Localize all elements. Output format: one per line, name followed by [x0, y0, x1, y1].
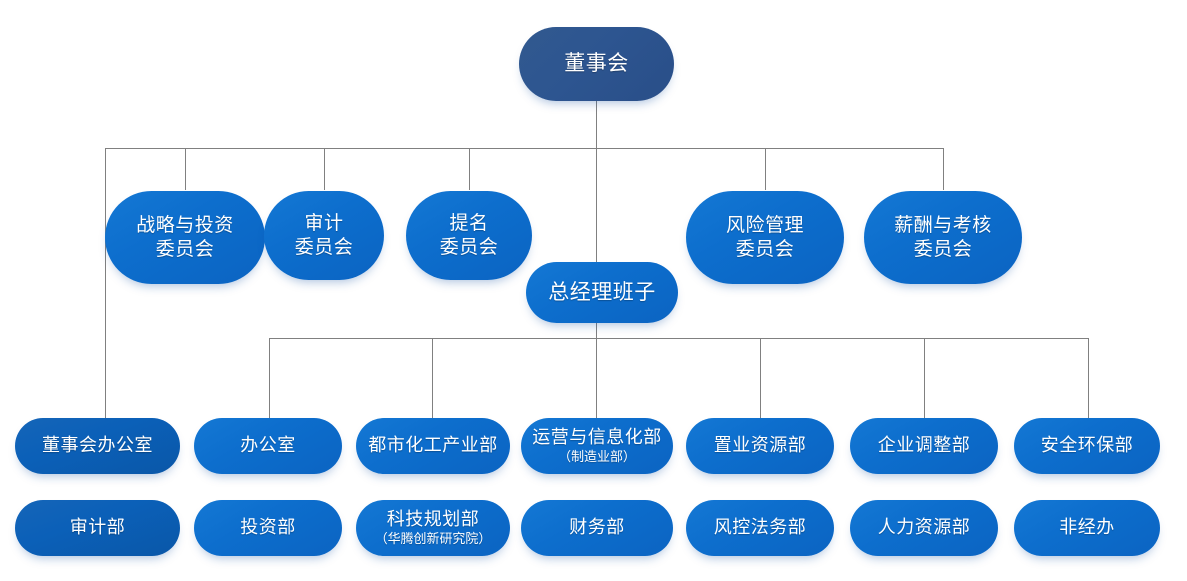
node-label-line1: 投资部: [240, 517, 296, 538]
node-label-line2: 委员会: [439, 236, 499, 258]
connector-drop-dept-6: [1088, 338, 1089, 418]
connector-drop-committee-3: [469, 148, 470, 190]
node-dept-risk-control-legal[interactable]: 风控法务部: [686, 500, 834, 556]
node-dept-investment[interactable]: 投资部: [194, 500, 342, 556]
connector-drop-committee-2: [324, 148, 325, 190]
node-dept-finance[interactable]: 财务部: [521, 500, 673, 556]
node-label-line1: 人力资源部: [877, 517, 971, 538]
connector-committee-bar: [105, 148, 944, 149]
node-label-line1: 财务部: [569, 517, 625, 538]
node-label-line1: 运营与信息化部: [532, 427, 662, 448]
node-dept-audit[interactable]: 审计部: [15, 500, 180, 556]
connector-drop-committee-1: [185, 148, 186, 190]
node-committee-nomination[interactable]: 提名 委员会: [406, 191, 532, 280]
node-label-line1: 置业资源部: [713, 435, 807, 456]
node-label-line1: 安全环保部: [1040, 435, 1134, 456]
node-label-line2: 委员会: [913, 238, 973, 260]
node-committee-strategy-investment[interactable]: 战略与投资 委员会: [105, 191, 265, 284]
node-dept-property-resources[interactable]: 置业资源部: [686, 418, 834, 474]
node-label-line1: 审计部: [69, 517, 126, 538]
node-general-manager-team[interactable]: 总经理班子: [526, 262, 678, 323]
node-label-line2: （华腾创新研究院）: [374, 531, 492, 547]
connector-gm-down-stem: [596, 322, 597, 338]
node-label-line1: 薪酬与考核: [894, 215, 992, 237]
node-board-of-directors[interactable]: 董事会: [519, 27, 674, 101]
connector-drop-dept-1: [269, 338, 270, 418]
node-label: 董事会: [564, 51, 629, 76]
node-label: 总经理班子: [548, 279, 656, 304]
node-label-line1: 风险管理: [725, 215, 804, 237]
node-dept-board-office[interactable]: 董事会办公室: [15, 418, 180, 474]
connector-drop-committee-5: [943, 148, 944, 190]
node-committee-risk-management[interactable]: 风险管理 委员会: [686, 191, 844, 284]
node-label-line1: 都市化工产业部: [368, 435, 498, 456]
node-label-line2: 委员会: [735, 238, 795, 260]
connector-drop-dept-2: [432, 338, 433, 418]
connector-board-stem: [596, 100, 597, 148]
node-dept-technology-planning[interactable]: 科技规划部 （华腾创新研究院）: [356, 500, 510, 556]
node-label-line1: 科技规划部: [386, 509, 480, 530]
connector-board-office-rail: [105, 148, 106, 418]
connector-drop-dept-5: [924, 338, 925, 418]
node-dept-urban-chemical-industry[interactable]: 都市化工产业部: [356, 418, 510, 474]
node-dept-human-resources[interactable]: 人力资源部: [850, 500, 998, 556]
node-dept-non-operating-office[interactable]: 非经办: [1014, 500, 1160, 556]
node-label-line2: 委员会: [155, 238, 215, 260]
node-label-line1: 非经办: [1059, 517, 1115, 538]
node-label-line1: 办公室: [240, 435, 296, 456]
node-dept-enterprise-restructuring[interactable]: 企业调整部: [850, 418, 998, 474]
node-dept-office[interactable]: 办公室: [194, 418, 342, 474]
connector-drop-committee-4: [765, 148, 766, 190]
node-committee-compensation-appraisal[interactable]: 薪酬与考核 委员会: [864, 191, 1022, 284]
node-label-line1: 提名: [449, 213, 489, 235]
node-label-line1: 风控法务部: [713, 517, 807, 538]
node-label-line1: 企业调整部: [877, 435, 971, 456]
node-label-line1: 战略与投资: [136, 215, 234, 237]
node-label-line2: （制造业部）: [558, 449, 636, 465]
node-label-line1: 董事会办公室: [42, 435, 153, 456]
node-dept-safety-environment[interactable]: 安全环保部: [1014, 418, 1160, 474]
connector-drop-dept-4: [760, 338, 761, 418]
connector-drop-dept-3: [596, 338, 597, 418]
node-label-line2: 委员会: [294, 236, 354, 258]
connector-department-bar: [269, 338, 1088, 339]
node-committee-audit[interactable]: 审计 委员会: [264, 191, 384, 280]
node-label-line1: 审计: [304, 213, 344, 235]
connector-gm-stem: [596, 148, 597, 262]
node-dept-operations-informatization[interactable]: 运营与信息化部 （制造业部）: [521, 418, 673, 474]
